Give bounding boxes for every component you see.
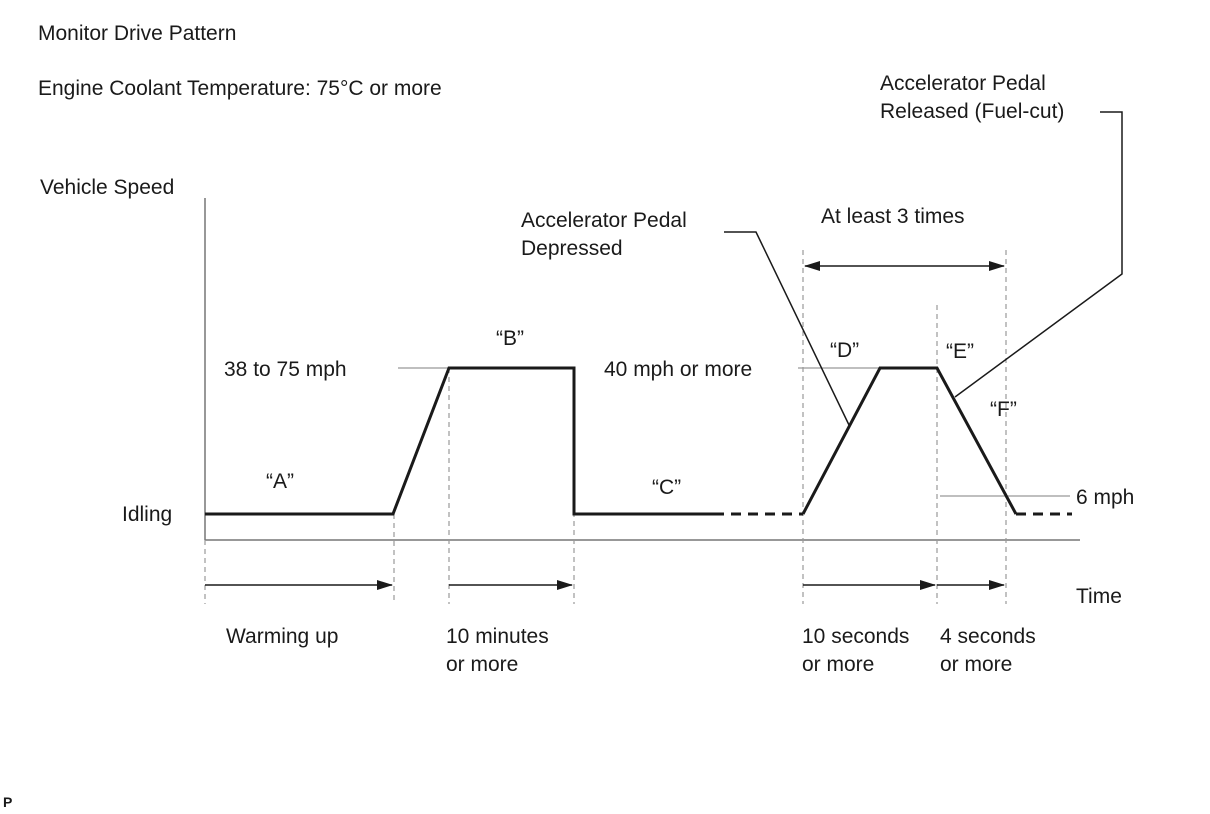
- corner-mark: P: [3, 794, 12, 810]
- speed-trace-def: [801, 366, 1018, 515]
- d-duration-line1: 10 seconds: [802, 625, 909, 648]
- e-duration-line2: or more: [940, 653, 1012, 676]
- pedal-released-line2: Released (Fuel-cut): [880, 100, 1064, 123]
- phase-f-label: “F”: [990, 398, 1017, 421]
- phase-d-label: “D”: [830, 339, 859, 362]
- phase-b-label: “B”: [496, 327, 524, 350]
- pedal-released-leader: [954, 111, 1123, 398]
- coolant-condition: Engine Coolant Temperature: 75°C or more: [38, 77, 442, 100]
- pedal-depressed-leader: [724, 231, 850, 426]
- x-axis-label: Time: [1076, 585, 1122, 608]
- phase-a-label: “A”: [266, 470, 294, 493]
- warmup-duration-label: Warming up: [226, 625, 338, 648]
- pedal-depressed-line1: Accelerator Pedal: [521, 209, 687, 232]
- y-axis-label: Vehicle Speed: [40, 176, 174, 199]
- b-duration-line1: 10 minutes: [446, 625, 549, 648]
- b-duration-line2: or more: [446, 653, 518, 676]
- idling-label: Idling: [122, 503, 172, 526]
- pedal-depressed-line2: Depressed: [521, 237, 623, 260]
- d-speed-label: 40 mph or more: [604, 358, 752, 381]
- phase-e-label: “E”: [946, 340, 974, 363]
- repeat-count-label: At least 3 times: [821, 205, 965, 228]
- d-duration-line2: or more: [802, 653, 874, 676]
- e-duration-line1: 4 seconds: [940, 625, 1036, 648]
- b-speed-range-label: 38 to 75 mph: [224, 358, 347, 381]
- pedal-released-line1: Accelerator Pedal: [880, 72, 1046, 95]
- speed-trace-ab: [205, 366, 714, 516]
- f-threshold-label: 6 mph: [1076, 486, 1134, 509]
- diagram-title: Monitor Drive Pattern: [38, 22, 236, 45]
- phase-c-label: “C”: [652, 476, 681, 499]
